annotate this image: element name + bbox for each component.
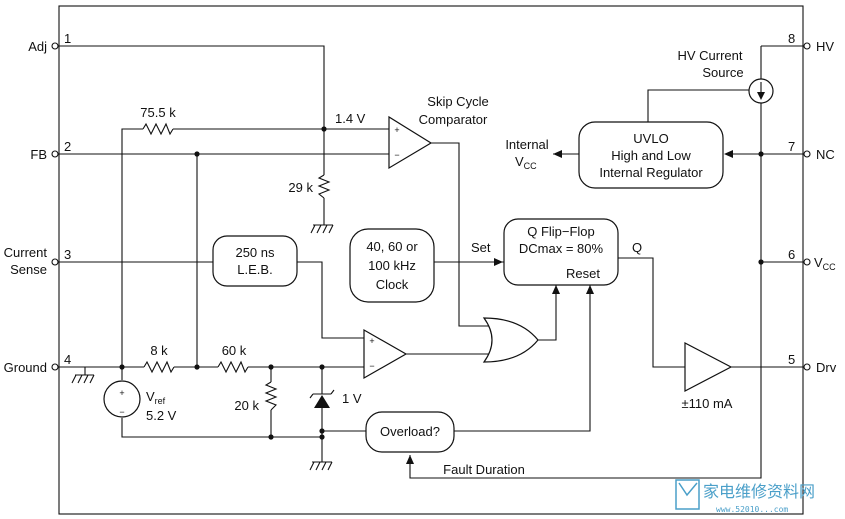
- clock-title-2: 100 kHz: [368, 258, 416, 273]
- r-75k-label: 75.5 k: [140, 105, 176, 120]
- or-gate: [482, 317, 539, 363]
- pin-6-number: 6: [788, 247, 795, 262]
- internal-vcc-label-2: VCC: [515, 154, 537, 171]
- overload-block: [365, 411, 455, 453]
- arrowheads: [406, 150, 733, 464]
- pin-8-number: 8: [788, 31, 795, 46]
- pin-vcc-label: VCC: [814, 255, 836, 272]
- pin-cs-label-1: Current: [4, 245, 48, 260]
- pin-7-number: 7: [788, 139, 795, 154]
- watermark: 家电维修资料网 www.52010...com: [675, 479, 815, 514]
- pin-4-number: 4: [64, 352, 71, 367]
- hv-current-source: [748, 78, 774, 104]
- skip-title-1: Skip Cycle: [427, 94, 488, 109]
- overload-title: Overload?: [380, 424, 440, 439]
- clock-block: [349, 228, 435, 303]
- ff-q-label: Q: [632, 240, 642, 255]
- pin-hv-label: HV: [816, 39, 834, 54]
- ic-outline: [58, 5, 804, 515]
- pwm-comparator: [363, 328, 408, 380]
- resistor-75k: [142, 122, 174, 136]
- flip-flop-block: [503, 218, 619, 286]
- wires: [59, 45, 803, 479]
- skip-title-2: Comparator: [419, 112, 488, 127]
- resistor-20k: [264, 381, 278, 411]
- junction-dots: [119, 126, 764, 440]
- zener-diode: [309, 389, 335, 408]
- leb-title-1: 250 ns: [235, 245, 275, 260]
- resistor-29k: [317, 174, 331, 199]
- ff-title-2: DCmax = 80%: [519, 241, 604, 256]
- skip-minus: −: [394, 150, 399, 160]
- r-20k-label: 20 k: [234, 398, 259, 413]
- driver-buffer: [684, 342, 733, 392]
- hv-source-title-1: HV Current: [677, 48, 742, 63]
- fault-duration-label: Fault Duration: [443, 462, 525, 477]
- pin-adj-label: Adj: [28, 39, 47, 54]
- resistor-60k: [217, 360, 249, 374]
- uvlo-title-2: High and Low: [611, 148, 691, 163]
- pin-drv-label: Drv: [816, 360, 837, 375]
- pin-nc-label: NC: [816, 147, 835, 162]
- pin-circles: [51, 42, 811, 371]
- vref-plus: +: [119, 388, 124, 398]
- pin-fb-label: FB: [30, 147, 47, 162]
- hv-source-title-2: Source: [702, 65, 743, 80]
- comp-plus: +: [369, 336, 374, 346]
- skip-cycle-comparator: [388, 115, 433, 170]
- leb-block: [212, 235, 298, 287]
- ground-symbols: [71, 224, 334, 471]
- internal-vcc-label-1: Internal: [505, 137, 548, 152]
- pin-3-number: 3: [64, 247, 71, 262]
- v-1p4-label: 1.4 V: [335, 111, 366, 126]
- pin-1-number: 1: [64, 31, 71, 46]
- ff-set-label: Set: [471, 240, 491, 255]
- ff-reset-label: Reset: [566, 266, 600, 281]
- v-1-label: 1 V: [342, 391, 362, 406]
- resistor-8k: [143, 360, 175, 374]
- resistors: [142, 122, 331, 411]
- clock-title-1: 40, 60 or: [366, 239, 418, 254]
- pin-ground-label: Ground: [4, 360, 47, 375]
- vref-label: Vref: [146, 389, 166, 406]
- r-29k-label: 29 k: [288, 180, 313, 195]
- watermark-url: www.52010...com: [716, 505, 788, 514]
- vref-source: [103, 380, 141, 418]
- uvlo-title-3: Internal Regulator: [599, 165, 703, 180]
- skip-plus: +: [394, 125, 399, 135]
- uvlo-block: [578, 121, 724, 189]
- pin-5-number: 5: [788, 352, 795, 367]
- clock-title-3: Clock: [376, 277, 409, 292]
- r-60k-label: 60 k: [222, 343, 247, 358]
- ff-title-1: Q Flip−Flop: [527, 224, 595, 239]
- pin-cs-label-2: Sense: [10, 262, 47, 277]
- leb-title-2: L.E.B.: [237, 262, 272, 277]
- r-8k-label: 8 k: [150, 343, 168, 358]
- vref-value: 5.2 V: [146, 408, 177, 423]
- uvlo-title-1: UVLO: [633, 131, 668, 146]
- pin-2-number: 2: [64, 139, 71, 154]
- watermark-text: 家电维修资料网: [703, 482, 815, 501]
- driver-current-label: ±110 mA: [682, 396, 733, 411]
- vref-minus: −: [119, 407, 124, 417]
- comp-minus: −: [369, 361, 374, 371]
